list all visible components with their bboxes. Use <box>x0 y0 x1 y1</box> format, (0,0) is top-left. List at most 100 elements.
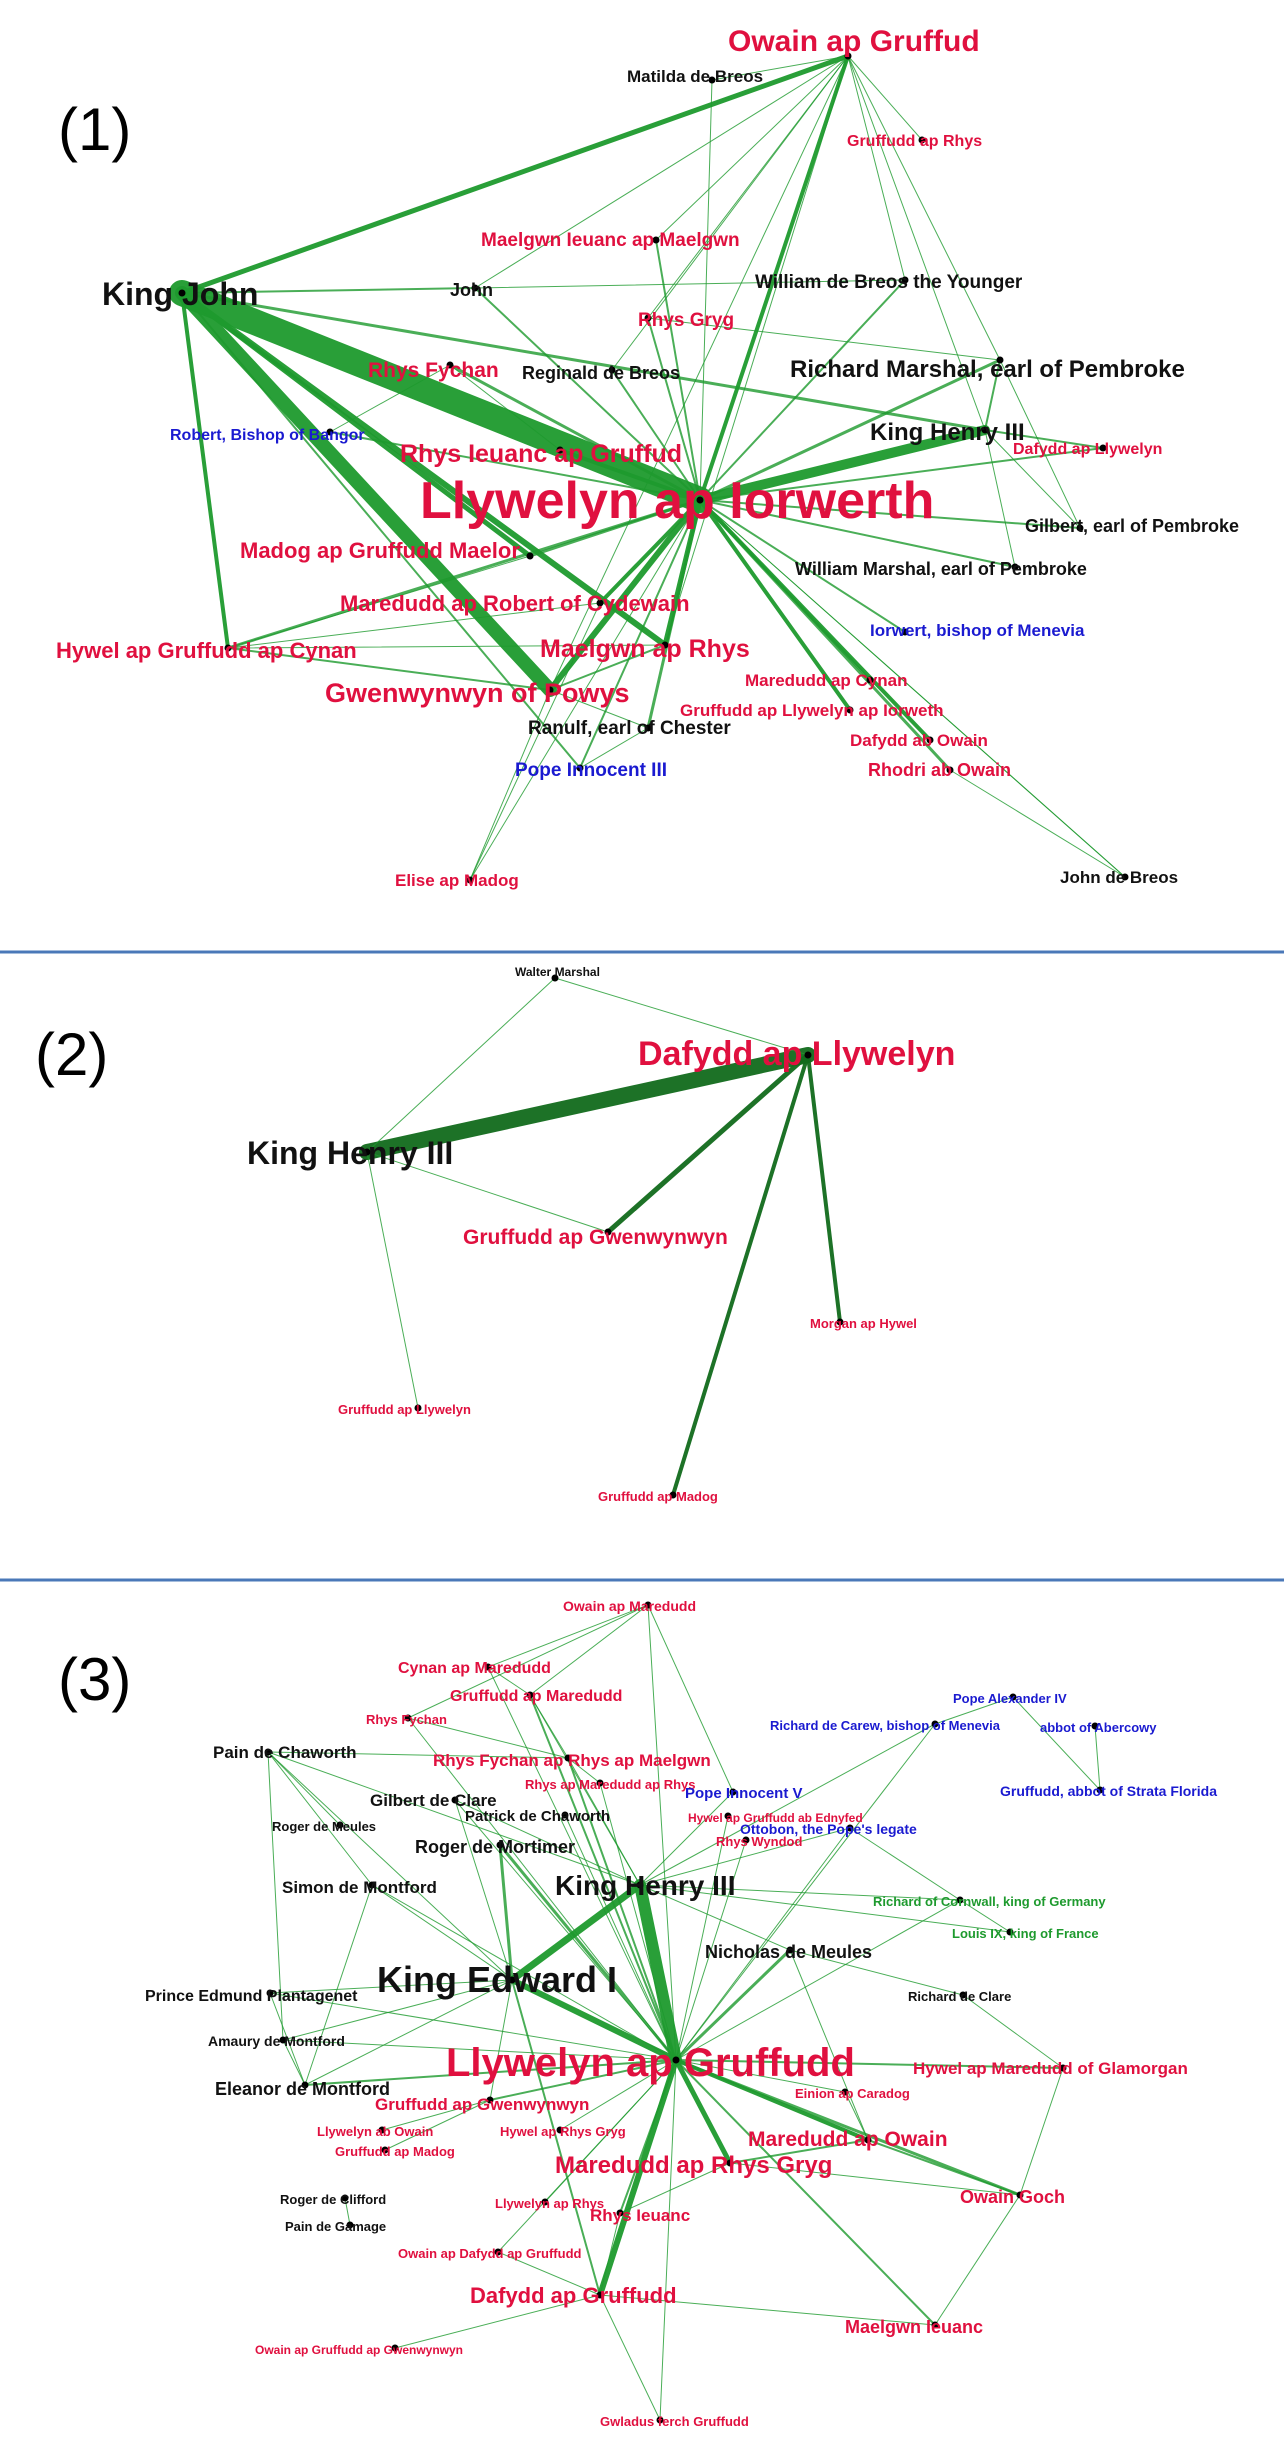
node-label-p1-24: Gwenwynwyn of Powys <box>325 678 630 708</box>
edge-p3-17 <box>647 1604 677 2061</box>
edge-p1-68 <box>329 364 451 433</box>
node-label-p3-39: Llywelyn ap Rhys <box>495 2196 604 2211</box>
edge-p3-42 <box>489 1979 513 2101</box>
edge-p3-0 <box>634 1879 682 2066</box>
node-dot-p1-6 <box>901 276 909 284</box>
edge-p3-75 <box>407 1604 649 1719</box>
node-label-p3-35: Maredudd ap Owain <box>748 2128 948 2151</box>
edge-p3-85 <box>384 2099 491 2151</box>
node-label-p1-5: John <box>450 280 493 300</box>
edge-p3-31 <box>407 1717 677 2061</box>
edge-p3-33 <box>282 2039 677 2061</box>
node-label-p3-23: Nicholas de Meules <box>705 1942 872 1962</box>
edge-p3-72 <box>1012 1696 1101 1791</box>
node-dot-p3-32 <box>486 2096 494 2104</box>
node-label-p3-33: Llywelyn ab Owain <box>317 2124 433 2139</box>
node-dot-p3-15 <box>336 1821 344 1829</box>
node-label-p2-1: Dafydd ap Llywelyn <box>638 1035 955 1073</box>
node-label-p1-12: Robert, Bishop of Bangor <box>170 427 365 444</box>
node-label-p1-10: Rhys Fychan <box>368 359 499 382</box>
edge-p3-45 <box>639 1884 1011 1933</box>
edge-p3-53 <box>729 2139 869 2164</box>
edge-p3-9 <box>489 2059 677 2101</box>
edge-p3-7 <box>675 2059 1064 2069</box>
edge-p1-67 <box>474 279 906 289</box>
node-label-p1-13: Rhys Ieuanc ap Gruffud <box>400 440 682 468</box>
node-label-p3-38: Roger de Clifford <box>280 2192 386 2207</box>
node-dot-p1-22 <box>661 641 669 649</box>
edge-p1-18 <box>474 55 849 289</box>
edge-p1-36 <box>226 498 702 650</box>
node-dot-p1-14 <box>1099 444 1107 452</box>
edge-p1-60 <box>549 644 666 691</box>
edge-p3-79 <box>407 1717 569 1759</box>
edge-p3-66 <box>304 1884 373 2086</box>
node-label-p3-16: Ottobon, the Pope's legate <box>740 1821 917 1837</box>
edge-p1-15 <box>847 55 1001 361</box>
node-label-p1-22: Maelgwn ap Rhys <box>540 635 750 663</box>
node-dot-p3-30 <box>301 2081 309 2089</box>
node-dot-p1-26 <box>644 724 652 732</box>
node-dot-p1-15 <box>696 496 704 504</box>
edge-p1-20 <box>664 55 849 646</box>
edge-p3-21 <box>675 2059 846 2093</box>
edge-p3-35 <box>371 1884 513 1981</box>
edge-p3-8 <box>675 2059 936 2326</box>
node-dot-p1-24 <box>546 686 554 694</box>
node-label-p3-0: Owain ap Maredudd <box>563 1598 696 1614</box>
edge-p3-39 <box>454 1799 513 1981</box>
node-label-p3-34: Hywel ap Rhys Gryg <box>500 2124 626 2139</box>
node-label-p3-45: Maelgwn Ieuanc <box>845 2317 983 2337</box>
edge-p3-73 <box>487 1604 649 1668</box>
edge-p3-24 <box>659 2059 677 2421</box>
edge-p3-89 <box>599 2212 621 2296</box>
node-dot-p3-35 <box>864 2136 872 2144</box>
node-label-p3-8: Rhys Fychan ap Rhys ap Maelgwn <box>433 1751 711 1770</box>
edge-p2-2 <box>806 1053 842 1324</box>
edge-p1-62 <box>579 727 649 769</box>
edge-p1-12 <box>847 55 906 281</box>
edge-p3-27 <box>599 1782 677 2061</box>
edge-p3-37 <box>282 1979 513 2041</box>
edge-p3-87 <box>344 2197 351 2226</box>
node-dot-p1-8 <box>608 366 616 374</box>
node-dot-p3-41 <box>616 2209 624 2217</box>
node-dot-p1-4 <box>178 289 186 297</box>
node-label-p3-9: Rhys ap Maredudd ap Rhys <box>525 1777 695 1792</box>
node-label-p3-5: Richard de Carew, bishop of Menevia <box>770 1718 1001 1733</box>
node-label-p3-7: Pain de Chaworth <box>213 1743 357 1762</box>
edge-p1-25 <box>699 499 1016 568</box>
node-dot-p3-25 <box>266 1989 274 1997</box>
node-dot-p3-44 <box>596 2291 604 2299</box>
node-label-p3-25: Prince Edmund Plantagenet <box>145 1988 358 2005</box>
edge-p3-26 <box>454 1799 677 2061</box>
node-label-p2-6: Gruffudd ap Madog <box>598 1489 718 1504</box>
edge-p1-23 <box>699 447 1104 501</box>
node-label-p3-10: Gruffudd, abbot of Strata Florida <box>1000 1783 1217 1799</box>
edge-p1-10 <box>711 55 849 81</box>
node-dot-p1-17 <box>526 552 534 560</box>
node-dot-p3-31 <box>841 2088 849 2096</box>
node-dot-p3-1 <box>484 1663 492 1671</box>
node-dot-p3-4 <box>404 1714 412 1722</box>
edge-p3-88 <box>497 2251 601 2296</box>
edge-p3-68 <box>269 1992 306 2086</box>
panel-dividers <box>0 950 1284 1582</box>
node-label-p3-47: Gwladus ferch Gruffudd <box>600 2414 749 2429</box>
edge-p3-22 <box>675 1827 851 2061</box>
edge-p1-61 <box>549 689 649 729</box>
node-label-p1-28: Pope Innocent III <box>515 760 667 781</box>
node-label-p1-17: Madog ap Gruffudd Maelor <box>240 538 520 563</box>
node-label-p3-29: Hywel ap Maredudd of Glamorgan <box>913 2059 1188 2078</box>
node-label-p1-11: King Henry III <box>870 419 1025 446</box>
edge-p3-78 <box>529 1694 569 1759</box>
edge-p3-40 <box>267 1751 513 1981</box>
node-label-p3-28: Llywelyn ap Gruffudd <box>446 2041 855 2085</box>
edge-p3-15 <box>529 1694 677 2061</box>
node-label-p3-15: Roger de Meules <box>272 1819 376 1834</box>
edge-p3-5 <box>597 2057 679 2298</box>
edge-p1-4 <box>181 287 476 294</box>
node-dot-p3-37 <box>726 2159 734 2167</box>
node-label-p3-27: Amaury de Montford <box>208 2033 345 2049</box>
